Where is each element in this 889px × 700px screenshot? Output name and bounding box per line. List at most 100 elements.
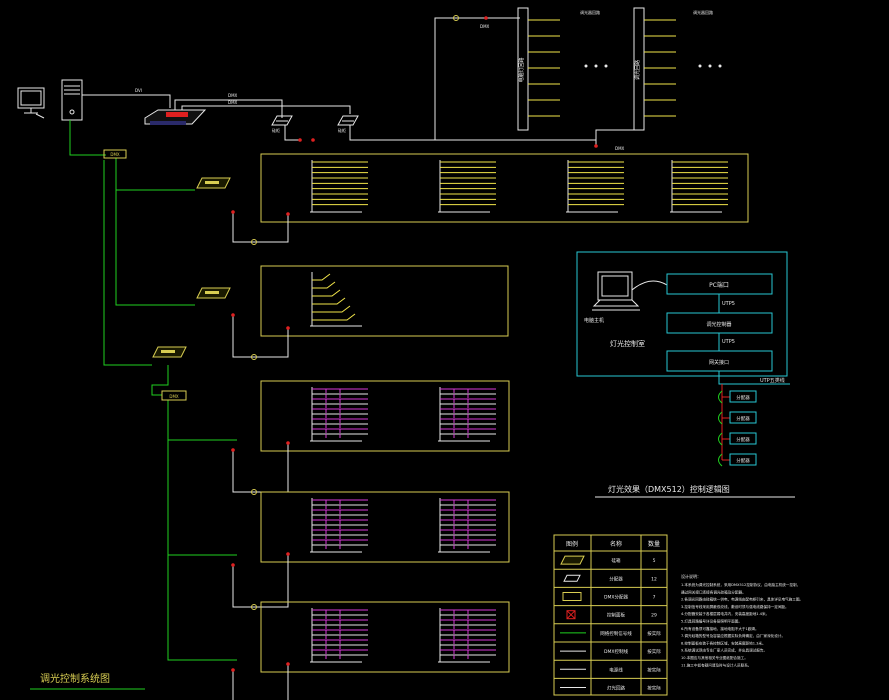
cable-b-label: DMX [228, 93, 238, 98]
feed-node [231, 210, 235, 214]
legend-header-symbol: 图例 [566, 540, 578, 548]
legend-header-qty: 数量 [648, 540, 660, 548]
feed-node [286, 662, 290, 666]
legend-row: 网络控制信号线按实际 [554, 623, 667, 637]
notes-heading: 设计说明： [681, 573, 701, 579]
logic-output-2: 分配器 [718, 411, 757, 425]
circuit-cluster [310, 387, 368, 442]
riser-ellipsis-dots [584, 64, 722, 68]
feed-node [286, 326, 290, 330]
logic-output-label: 分配器 [736, 394, 750, 401]
logic-output-label: 分配器 [736, 457, 750, 464]
logic-output-label: 分配器 [736, 436, 750, 443]
logic-box-3: 网关接口 [709, 359, 729, 366]
legend-row-name: 灯光回路 [607, 685, 625, 692]
legend-symbol-icon [563, 574, 581, 582]
notes-line: 11.施工中如有疑问请及时与设计人员联系。 [681, 662, 751, 667]
feed-node [231, 563, 235, 567]
circuit-cluster [310, 160, 368, 213]
circuit-cluster [310, 498, 368, 553]
notes-line: 6.所有设备须可靠接地，接地电阻不大于1欧姆。 [681, 626, 759, 631]
control-room-label: 灯光控制室 [610, 339, 645, 348]
legend-row-name: DMX控制线 [604, 648, 628, 655]
dmx-junction-2: DMX [161, 390, 187, 401]
dimmer-pack-icon [196, 177, 231, 189]
lighting-zone-3 [231, 380, 510, 495]
controller-1-label: 硅柜 [272, 127, 280, 133]
legend-row: 控制面板 29 [554, 605, 667, 620]
bus-2-label: DMX [615, 146, 625, 151]
notes-line: 1.本系统为调光控制系统，采用DMX512控制协议，由电脑主机统一控制， [681, 582, 800, 587]
notes-line: 7.调光硅箱的型号及容量应根据实际负荷确定，由厂家深化设计。 [681, 633, 785, 638]
bus-1-label: DMX [480, 24, 490, 29]
lighting-zone-5 [231, 601, 510, 700]
notes-line: 9.系统调试须由专业厂家人员完成，并出具调试报告。 [681, 648, 767, 653]
notes-line: 5.灯具回路编号详见各层照明平面图。 [681, 619, 742, 624]
network-switch-icon [144, 109, 207, 125]
top-connection-dots [298, 15, 598, 148]
legend-row-name: 硅箱 [612, 557, 621, 564]
control-pc-icon [592, 271, 640, 311]
legend-row-qty: 按实际 [647, 666, 661, 673]
legend-row-name: 网络控制信号线 [600, 630, 632, 637]
dimmer-riser-1: 电脑灯回路 [517, 7, 560, 131]
header-1-label: 调光器回路 [580, 9, 600, 15]
legend-symbol-icon [562, 592, 582, 601]
lighting-zone-1 [231, 153, 749, 245]
logic-output-1: 分配器 [718, 390, 757, 404]
legend-row-qty: 7 [653, 595, 656, 601]
logic-box-1: PC端口 [709, 281, 729, 289]
notes-line: 3.控制信号线采用屏蔽双绞线，敷设时须与强电线路保持一定间距。 [681, 604, 789, 609]
dimmer-riser-2: 调光回路 [633, 7, 676, 131]
controller-1-icon [271, 115, 293, 126]
feed-terminal [251, 604, 257, 610]
feed-terminal [251, 239, 257, 245]
legend-row-qty: 29 [651, 613, 657, 619]
controller-2-icon [337, 115, 359, 126]
zone-frame [260, 153, 749, 223]
dmx-junction-1: DMX [103, 149, 127, 159]
legend-row-name: 控制面板 [607, 612, 625, 619]
legend-row-qty: 按实际 [647, 685, 661, 692]
feed-node [286, 212, 290, 216]
feed-terminal [251, 489, 257, 495]
riser-2-label: 调光回路 [634, 60, 641, 80]
circuit-cluster [566, 160, 624, 213]
legend-row: DMX控制线按实际 [554, 641, 667, 655]
circuit-cluster [438, 160, 496, 213]
dimmer-pack-icon [152, 346, 187, 358]
circuit-cluster [438, 498, 496, 553]
logic-output-3: 分配器 [718, 432, 757, 446]
circuit-cluster [438, 608, 496, 663]
legend-row: 硅箱 5 [554, 550, 667, 565]
legend-row-name: DMX分配器 [604, 594, 628, 601]
cable-c-label: DMX [228, 100, 238, 105]
logic-link-1: UTP5 [722, 301, 735, 307]
legend-row: DMX分配器 7 [554, 586, 667, 601]
pc-caption: 电脑主机 [584, 317, 604, 324]
logic-link-2: UTP5 [722, 339, 735, 345]
legend-header-name: 名称 [610, 540, 622, 548]
legend-row-qty: 5 [653, 558, 656, 564]
lighting-zone-4 [231, 491, 510, 610]
zone-frame [260, 491, 510, 563]
dmx512-logic-diagram: 电脑主机 灯光控制室 PC端口 UTP5 调光控制器 UTP5 网关接口 UTP… [576, 251, 795, 498]
logic-box-2: 调光控制器 [706, 321, 731, 328]
zone-frame [260, 265, 509, 337]
computer-monitor-icon [17, 87, 45, 119]
zone-feed [232, 212, 289, 243]
controller-2-label: 硅柜 [338, 127, 346, 133]
notes-line: 2.各调光回路由硅箱统一供电，电源线由配电柜引来，具体详见电气施工图。 [681, 597, 803, 602]
logic-output-4: 分配器 [718, 453, 757, 467]
notes-line: 8.控制面板安装于各控制区域，安装高度距地1.3米。 [681, 640, 766, 645]
feed-node [231, 668, 235, 672]
legend-row-name: 分配器 [609, 575, 623, 582]
computer-tower-icon [61, 79, 83, 121]
design-notes: 设计说明： 1.本系统为调光控制系统，采用DMX512控制协议，由电脑主机统一控… [681, 573, 803, 667]
bus-label: UTP五类线 [760, 377, 785, 384]
lighting-zone-2 [231, 265, 509, 360]
circuit-cluster [438, 387, 496, 442]
